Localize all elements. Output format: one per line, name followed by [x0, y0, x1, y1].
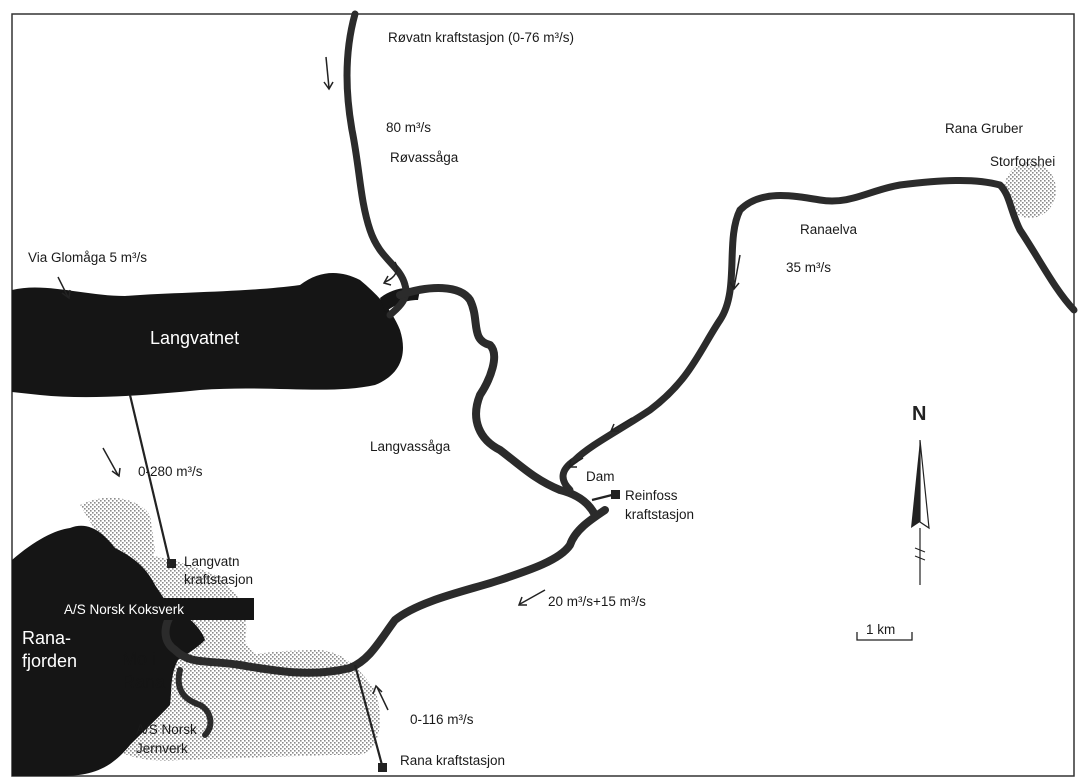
mo-i-rana-label-line1: Mo i — [122, 649, 156, 669]
arrow-icon — [372, 684, 389, 711]
koksverk-label: A/S Norsk Koksverk — [64, 602, 184, 617]
arrow-icon — [102, 447, 121, 478]
map-frame — [11, 13, 1075, 777]
rana-station-icon — [378, 763, 387, 772]
labels: Røvatn kraftstasjon (0-76 m³/s) 80 m³/s … — [22, 30, 1055, 768]
jernverk-label-line1: A/S Norsk — [136, 722, 197, 737]
arrow-icon — [323, 56, 334, 91]
koksverk-label-box — [58, 598, 254, 620]
ranaelva-flow-label: 35 m³/s — [786, 260, 831, 275]
langvatn-pipe-flow-label: 0-280 m³/s — [138, 464, 203, 479]
scale-bar: 1 km — [856, 622, 913, 641]
ranafjorden-label-line2: fjorden — [22, 651, 77, 671]
rovassaga-flow-label: 80 m³/s — [386, 120, 431, 135]
langvatn-ks-label-line2: kraftstasjon — [184, 572, 253, 587]
langvassaga-river — [396, 284, 599, 519]
stations — [167, 490, 620, 772]
reinfoss-pipe — [591, 493, 613, 502]
arrow-icon — [609, 417, 633, 432]
dam-label: Dam — [586, 469, 615, 484]
arrow-icon — [568, 457, 584, 468]
flow-arrows — [57, 56, 741, 711]
langvatn-station-icon — [167, 559, 176, 568]
pipes — [128, 394, 613, 766]
reinfoss-station-icon — [611, 490, 620, 499]
langvatn-pipe — [128, 394, 172, 565]
north-symbol: N — [912, 403, 926, 425]
ranaelva-upper — [559, 176, 1078, 494]
rana-kraftstasjon-label: Rana kraftstasjon — [400, 753, 505, 768]
ranafjorden-label-line1: Rana- — [22, 628, 71, 648]
arrow-icon — [517, 589, 546, 606]
ranaelva-label: Ranaelva — [800, 222, 858, 237]
storforshei-area — [1004, 162, 1056, 218]
reinfoss-label-line1: Reinfoss — [625, 488, 678, 503]
ranafjorden-water — [12, 525, 205, 776]
rivers — [161, 10, 1078, 738]
rana-pipe-flow-label: 0-116 m³/s — [410, 712, 474, 727]
via-glomaga-label: Via Glomåga 5 m³/s — [28, 250, 147, 265]
rovatn-kraftstasjon-label: Røvatn kraftstasjon (0-76 m³/s) — [388, 30, 574, 45]
mo-i-rana-label-line2: Rana — [122, 672, 166, 692]
langvatn-ks-label-line1: Langvatn — [184, 554, 240, 569]
storforshei-label: Storforshei — [990, 154, 1055, 169]
arrow-icon — [382, 261, 398, 286]
rana-pipe — [353, 664, 384, 766]
rana-gruber-label: Rana Gruber — [945, 121, 1024, 136]
langvatnet-label: Langvatnet — [150, 328, 239, 348]
reinfoss-label-line2: kraftstasjon — [625, 507, 694, 522]
langvatnet-lake — [12, 273, 403, 398]
scale-label: 1 km — [866, 622, 895, 637]
arrow-icon — [57, 276, 71, 300]
reinfoss-outflow-label: 20 m³/s+15 m³/s — [548, 594, 646, 609]
jernverk-label-line2: Jernverk — [136, 741, 188, 756]
ranaelva-lower — [161, 506, 609, 677]
north-arrow-icon: N — [911, 403, 930, 585]
rovassaga-label: Røvassåga — [390, 150, 459, 165]
arrow-icon — [729, 254, 741, 291]
langvassaga-label: Langvassåga — [370, 439, 451, 454]
jernverk-channel — [175, 667, 214, 738]
